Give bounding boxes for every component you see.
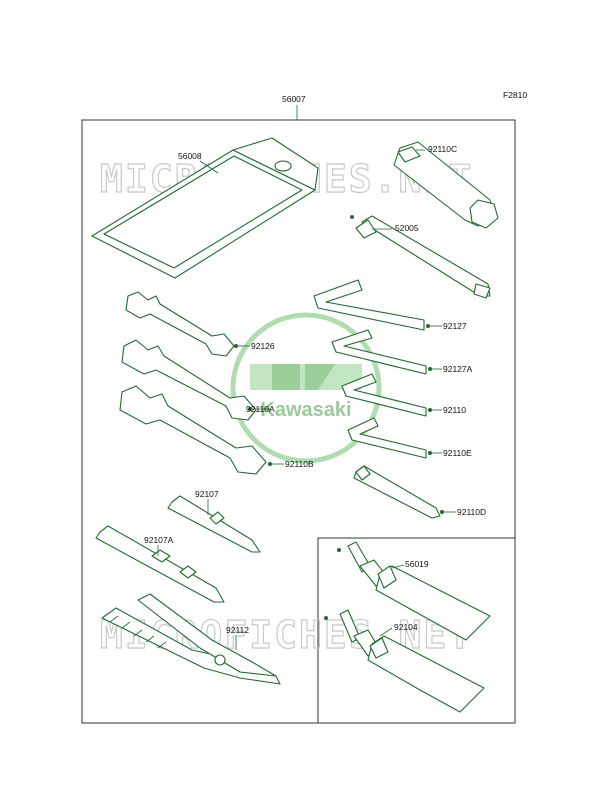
label-92127: 92127: [443, 321, 467, 331]
dot-56019-tip: [337, 548, 341, 552]
dot-92110b: [268, 462, 272, 466]
label-56019: 56019: [405, 559, 429, 569]
label-92110b: 92110B: [285, 459, 314, 469]
dot-92104-tip: [324, 616, 328, 620]
wrench-92110a: [121, 339, 257, 421]
wrench-92110b: [119, 385, 267, 475]
pliers: [101, 593, 281, 685]
sub-box-outline: [318, 537, 516, 724]
label-92112: 92112: [226, 625, 249, 635]
label-56007: 56007: [282, 94, 306, 104]
label-92126: 92126: [251, 341, 275, 351]
dot-92127: [426, 324, 430, 328]
label-92110c: 92110C: [428, 144, 457, 154]
label-92104: 92104: [394, 622, 418, 632]
dot-92110a: [248, 407, 252, 411]
hex-key-92127a: [331, 329, 427, 375]
label-92107a: 92107A: [144, 535, 174, 545]
hex-key-92127: [313, 279, 425, 331]
label-92110: 92110: [443, 405, 466, 415]
tube-56019: [347, 541, 491, 641]
label-92107: 92107: [195, 489, 219, 499]
dot-92110e: [428, 451, 432, 455]
hex-key-92110: [341, 373, 427, 417]
label-92110e: 92110E: [443, 448, 472, 458]
figure-code: F2810: [503, 90, 527, 100]
label-52005: 52005: [395, 223, 419, 233]
label-56008: 56008: [178, 151, 202, 161]
tube-92104: [339, 609, 485, 713]
dot-92110: [428, 408, 432, 412]
dot-52005: [350, 215, 354, 219]
label-92110d: 92110D: [457, 507, 486, 517]
leader-56019: [391, 564, 405, 569]
rod-92110d: [353, 465, 441, 519]
dot-92126: [234, 344, 238, 348]
label-92110a: 92110A: [246, 404, 275, 414]
handle: [355, 215, 491, 299]
dot-92110d: [440, 510, 444, 514]
dot-92127a: [428, 367, 432, 371]
tool-bag: [91, 137, 319, 279]
leader-56008: [199, 160, 219, 174]
screwdriver-92107a: [95, 525, 225, 603]
hex-key-92110e: [347, 417, 427, 459]
leader-92104: [379, 627, 393, 637]
screwdriver-92107: [167, 495, 261, 553]
logo-text: Kawasaki: [260, 399, 351, 421]
label-92127a: 92127A: [443, 364, 473, 374]
plug-wrench: [393, 141, 499, 229]
